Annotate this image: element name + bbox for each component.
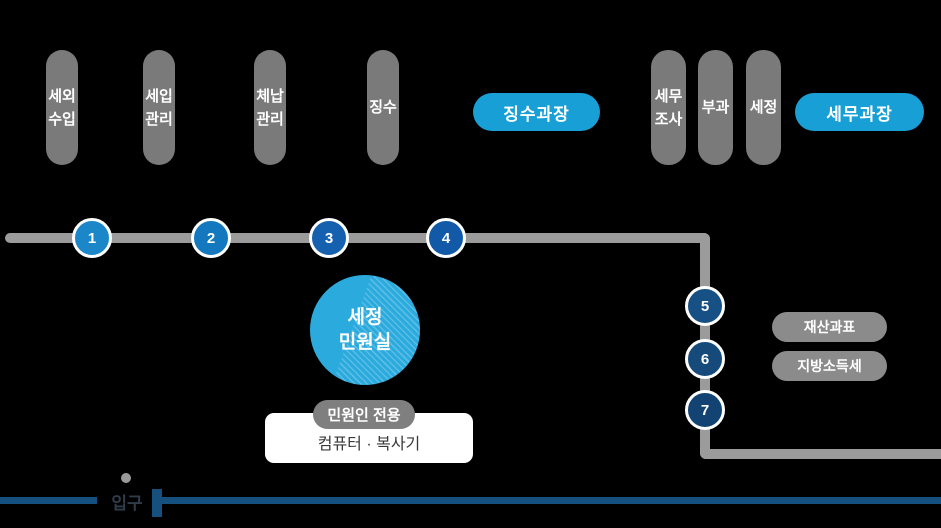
station-pill-collection: 징수 bbox=[367, 50, 399, 165]
station-pill-tax-administration: 세정 bbox=[746, 50, 781, 165]
station-pill-revenue-management: 세입 관리 bbox=[143, 50, 175, 165]
entrance-door-tick bbox=[152, 489, 162, 517]
route-stop-6: 6 bbox=[685, 339, 725, 379]
stop-number: 4 bbox=[441, 229, 451, 247]
station-label: 체납 bbox=[256, 87, 284, 105]
station-label: 징수 bbox=[369, 99, 397, 116]
entrance-wall-line-right bbox=[162, 497, 941, 504]
route-stop-5: 5 bbox=[685, 286, 725, 326]
station-label: 수입 bbox=[48, 110, 76, 128]
route-path-horizontal-bottom bbox=[700, 449, 941, 459]
entrance-dot bbox=[121, 473, 131, 483]
station-label: 관리 bbox=[145, 110, 173, 128]
station-pill-nontax-revenue: 세외 수입 bbox=[46, 50, 78, 165]
stop-number: 5 bbox=[700, 297, 710, 315]
chief-pill-collection-chief: 징수과장 bbox=[473, 93, 600, 131]
service-room-label: 민원실 bbox=[338, 332, 392, 353]
entrance-wall-line-left bbox=[0, 497, 97, 504]
route-stop-7: 7 bbox=[685, 390, 725, 430]
info-pill-local-income-tax: 지방소득세 bbox=[772, 351, 887, 381]
chief-label: 세무과장 bbox=[826, 104, 893, 124]
station-label: 조사 bbox=[654, 110, 683, 128]
chief-label: 징수과장 bbox=[503, 104, 570, 124]
station-pill-arrears-management: 체납 관리 bbox=[254, 50, 286, 165]
entrance-label: 입구 bbox=[111, 494, 143, 513]
stop-number: 2 bbox=[206, 229, 216, 247]
station-label: 세정 bbox=[749, 99, 778, 116]
visitor-only-tag: 민원인 전용 bbox=[313, 400, 415, 429]
service-room-circle: 세정 민원실 bbox=[310, 275, 420, 385]
route-stop-4: 4 bbox=[426, 218, 466, 258]
station-label: 부과 bbox=[701, 99, 730, 116]
route-stop-1: 1 bbox=[72, 218, 112, 258]
station-label: 세무 bbox=[654, 87, 683, 105]
stop-number: 7 bbox=[700, 401, 710, 419]
service-room-label: 세정 bbox=[347, 307, 383, 328]
station-pill-assessment: 부과 bbox=[698, 50, 733, 165]
station-label: 세외 bbox=[48, 87, 76, 105]
chief-pill-tax-chief: 세무과장 bbox=[795, 93, 924, 131]
info-pill-label: 재산과표 bbox=[803, 319, 856, 335]
info-pill-label: 지방소득세 bbox=[797, 358, 862, 374]
route-stop-2: 2 bbox=[191, 218, 231, 258]
station-label: 세입 bbox=[145, 87, 173, 105]
visitor-only-label: 민원인 전용 bbox=[327, 407, 401, 424]
stop-number: 1 bbox=[87, 229, 97, 247]
stop-number: 6 bbox=[700, 350, 710, 368]
route-stop-3: 3 bbox=[309, 218, 349, 258]
visitor-equipment-label: 컴퓨터 · 복사기 bbox=[317, 436, 421, 453]
station-label: 관리 bbox=[256, 110, 284, 128]
station-pill-tax-investigation: 세무 조사 bbox=[651, 50, 686, 165]
stop-number: 3 bbox=[324, 229, 334, 247]
route-path-horizontal-top bbox=[5, 233, 710, 243]
info-pill-property-tax-base: 재산과표 bbox=[772, 312, 887, 342]
